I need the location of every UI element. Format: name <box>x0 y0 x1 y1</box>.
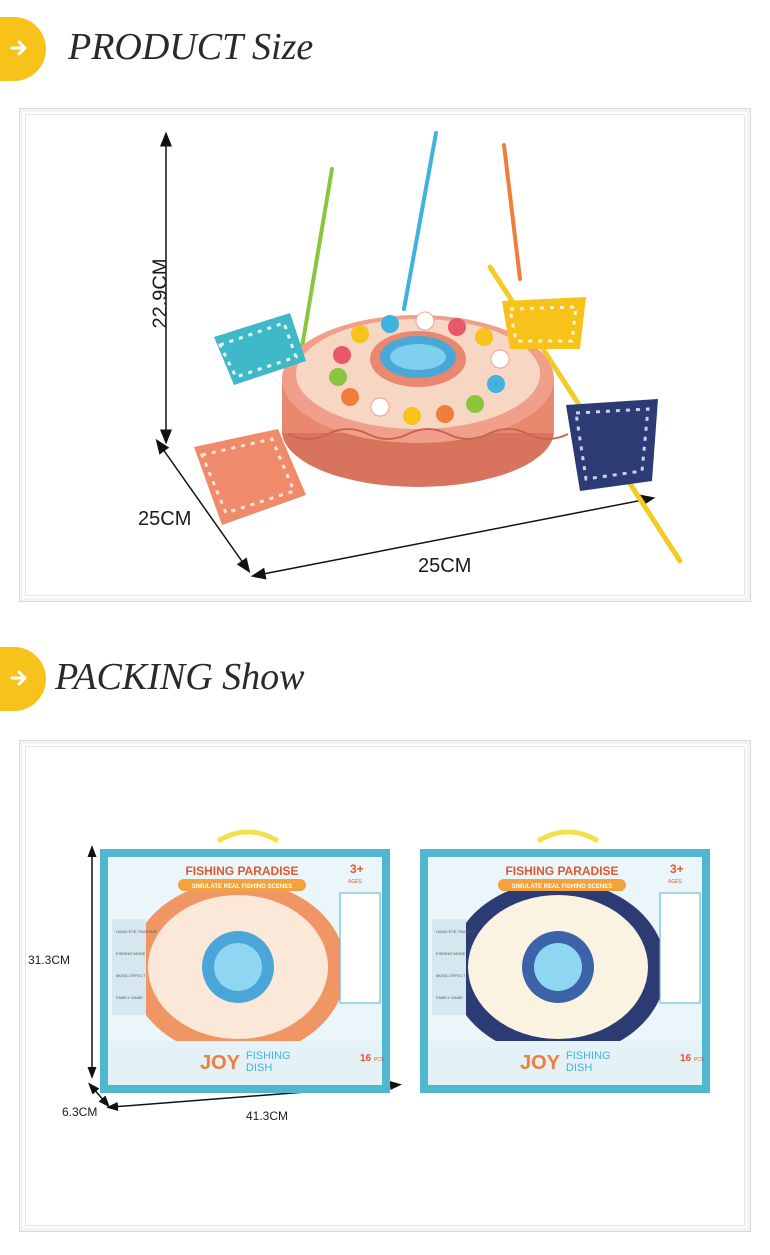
box-feature: MUSIC EFFECT <box>116 973 146 978</box>
fishing-pond <box>282 311 569 487</box>
packing-depth-label: 6.3CM <box>62 1105 98 1119</box>
box-feature: FAMILY GAME <box>116 995 143 1000</box>
box-handle <box>536 829 600 844</box>
box-tagline: SIMULATE REAL FISHING SCENES <box>512 884 612 890</box>
product-width-label: 25CM <box>418 555 472 577</box>
packing-show-header: PACKING Show <box>0 647 770 711</box>
box-logo-word: JOY <box>520 1052 561 1074</box>
box-feature: FAMILY GAME <box>436 995 463 1000</box>
box-brand: FISHING PARADISE <box>185 864 298 878</box>
chevron-right-icon <box>10 40 27 56</box>
packing-height-label: 31.3CM <box>28 953 71 967</box>
product-size-header: PRODUCT Size <box>0 17 770 81</box>
product-box-orange: FISHING PARADISE SIMULATE REAL FISHING S… <box>100 829 390 1093</box>
product-box-navy: FISHING PARADISE SIMULATE REAL FISHING S… <box>420 829 710 1093</box>
box-feature: FISHING MODE <box>116 951 146 956</box>
basket-teal <box>214 313 306 385</box>
box-logo-line2: DISH <box>566 1062 592 1074</box>
box-feature: FISHING MODE <box>436 951 466 956</box>
box-brand: FISHING PARADISE <box>505 864 618 878</box>
box-logo-line1: FISHING <box>246 1050 291 1062</box>
basket-yellow <box>502 297 586 349</box>
header-tab <box>0 647 46 711</box>
box-feature: HAND-EYE TRAINING <box>436 929 477 934</box>
box-piece-unit: PCS <box>694 1057 705 1063</box>
box-logo-word: JOY <box>200 1052 241 1074</box>
section-title: PRODUCT Size <box>68 26 314 68</box>
box-handle <box>216 829 280 844</box>
box-age-unit: AGES <box>668 879 683 885</box>
box-piece-count: 16 <box>680 1053 692 1064</box>
box-piece-unit: PCS <box>374 1057 385 1063</box>
box-age: 3+ <box>350 862 364 876</box>
product-size-panel: 22.9CM 25CM 25CM <box>19 108 751 602</box>
packing-width-label: 41.3CM <box>246 1109 289 1123</box>
box-feature: HAND-EYE TRAINING <box>116 929 157 934</box>
basket-orange <box>194 429 306 525</box>
section-title: PACKING Show <box>55 656 305 698</box>
box-logo-line2: DISH <box>246 1062 272 1074</box>
packing-show-panel: 31.3CM 6.3CM 41.3CM FISHING PARADISE SIM… <box>19 740 751 1232</box>
panel-inner-border <box>25 114 745 596</box>
box-piece-count: 16 <box>360 1053 372 1064</box>
basket-navy <box>566 399 658 491</box>
box-feature: MUSIC EFFECT <box>436 973 466 978</box>
panel-inner-border <box>25 746 745 1226</box>
product-height-label: 22.9CM <box>149 258 172 329</box>
chevron-right-icon <box>10 670 27 686</box>
box-tagline: SIMULATE REAL FISHING SCENES <box>192 884 292 890</box>
box-logo-line1: FISHING <box>566 1050 611 1062</box>
product-depth-label: 25CM <box>138 508 192 530</box>
product-illustration <box>155 131 683 580</box>
box-age: 3+ <box>670 862 684 876</box>
box-age-unit: AGES <box>348 879 363 885</box>
header-tab <box>0 17 46 81</box>
fish-ring <box>329 311 510 425</box>
